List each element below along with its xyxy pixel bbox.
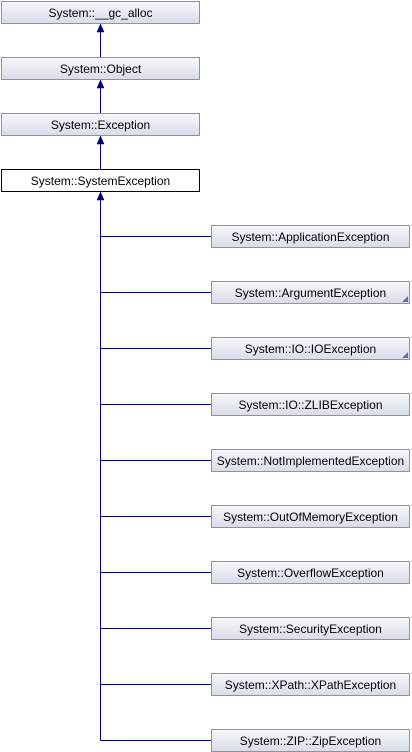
class-node-gc-alloc[interactable]: System::__gc_alloc: [1, 1, 200, 24]
class-node-label: System::OverflowException: [237, 565, 384, 580]
class-node-label: System::OutOfMemoryException: [223, 509, 398, 524]
class-node-io-exception[interactable]: System::IO::IOException: [211, 337, 410, 360]
inheritance-arrowhead: [96, 191, 105, 201]
class-node-overflow-exception[interactable]: System::OverflowException: [211, 561, 410, 584]
class-node-label: System::Object: [59, 61, 142, 76]
class-node-label: System::ApplicationException: [231, 229, 390, 244]
class-node-label: System::XPath::XPathException: [224, 677, 397, 692]
class-node-label: System::IO::IOException: [244, 341, 377, 356]
class-node-exception[interactable]: System::Exception: [1, 113, 200, 136]
class-node-label: System::SystemException: [30, 173, 171, 188]
inheritance-arrowhead: [96, 23, 105, 33]
class-node-out-of-memory-exception[interactable]: System::OutOfMemoryException: [211, 505, 410, 528]
class-node-not-implemented-exception[interactable]: System::NotImplementedException: [211, 449, 410, 472]
class-node-label: System::IO::ZLIBException: [238, 397, 383, 412]
inheritance-arrowhead: [96, 135, 105, 145]
class-node-security-exception[interactable]: System::SecurityException: [211, 617, 410, 640]
class-node-label: System::__gc_alloc: [48, 5, 153, 20]
inheritance-arrowhead: [96, 79, 105, 89]
class-node-object[interactable]: System::Object: [1, 57, 200, 80]
class-node-label: System::ZIP::ZipException: [239, 733, 382, 748]
class-node-xpath-exception[interactable]: System::XPath::XPathException: [211, 673, 410, 696]
has-subclasses-marker-icon: [402, 352, 408, 358]
class-node-zip-exception[interactable]: System::ZIP::ZipException: [211, 729, 410, 752]
has-subclasses-marker-icon: [402, 296, 408, 302]
class-node-label: System::ArgumentException: [234, 285, 387, 300]
class-node-system-exception-current: System::SystemException: [1, 169, 200, 192]
class-node-label: System::Exception: [50, 117, 151, 132]
class-node-argument-exception[interactable]: System::ArgumentException: [211, 281, 410, 304]
class-node-label: System::NotImplementedException: [216, 453, 405, 468]
class-node-application-exception[interactable]: System::ApplicationException: [211, 225, 410, 248]
class-node-label: System::SecurityException: [239, 621, 382, 636]
class-node-zlib-exception[interactable]: System::IO::ZLIBException: [211, 393, 410, 416]
